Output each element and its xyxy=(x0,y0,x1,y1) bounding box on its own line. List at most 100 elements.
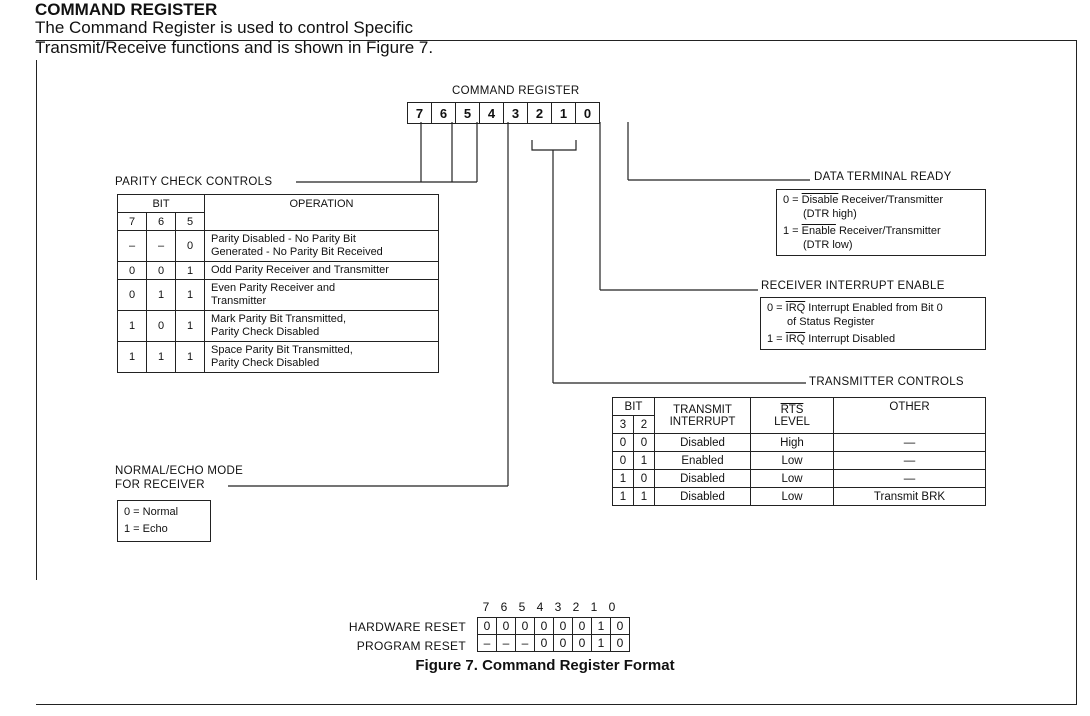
table-cell: 0 xyxy=(610,617,630,635)
section-heading: COMMAND REGISTER xyxy=(35,0,218,19)
operation-line: Mark Parity Bit Transmitted, xyxy=(211,313,347,325)
table-cell: 1 xyxy=(175,279,205,311)
reset-col: 0 xyxy=(608,600,616,614)
table-cell: 1 xyxy=(633,487,655,506)
table-cell: — xyxy=(833,451,986,470)
table-cell: 1 xyxy=(175,341,205,373)
register-bit-4: 4 xyxy=(479,102,504,124)
hardware-reset-row: 0 0 0 0 0 0 1 0 xyxy=(477,617,630,635)
tx-col-2: 2 xyxy=(633,415,655,434)
table-row: 0 0 Disabled High — xyxy=(612,433,986,452)
table-cell: 1 xyxy=(175,310,205,342)
tx-col-3: 3 xyxy=(612,415,634,434)
tx-header-line: LEVEL xyxy=(774,415,810,428)
irq-signal: IRQ xyxy=(785,302,806,314)
table-cell: 1 xyxy=(612,469,634,488)
table-cell: 0 xyxy=(633,469,655,488)
dtr-line-1: 0 = Disable Receiver/Transmitter xyxy=(783,193,979,207)
table-cell: 0 xyxy=(553,617,573,635)
table-cell: 0 xyxy=(612,433,634,452)
tx-other-header: OTHER xyxy=(833,397,986,434)
rie-line-1: 0 = IRQ Interrupt Enabled from Bit 0 xyxy=(767,301,979,315)
intro-text: The Command Register is used to control … xyxy=(35,18,595,58)
reset-col: 2 xyxy=(572,600,580,614)
command-register: 7 6 5 4 3 2 1 0 xyxy=(407,102,600,124)
intro-line-1: The Command Register is used to control … xyxy=(35,18,413,37)
reset-col: 5 xyxy=(518,600,526,614)
table-cell: Low xyxy=(750,469,834,488)
tx-bracket xyxy=(531,140,577,151)
table-cell: 0 xyxy=(477,617,497,635)
table-cell: 1 xyxy=(175,261,205,280)
table-cell: Mark Parity Bit Transmitted,Parity Check… xyxy=(204,310,439,342)
rie-suffix: Interrupt Disabled xyxy=(805,333,896,345)
table-cell: Low xyxy=(750,451,834,470)
reset-bit-header: 7 6 5 4 3 2 1 0 xyxy=(477,599,621,615)
dtr-line-3: 1 = Enable Receiver/Transmitter xyxy=(783,224,979,238)
table-row: 1 0 Disabled Low — xyxy=(612,469,986,488)
register-bit-6: 6 xyxy=(431,102,456,124)
table-cell: 0 xyxy=(117,279,147,311)
rie-line-2: of Status Register xyxy=(787,316,875,328)
table-cell: 0 xyxy=(534,634,554,652)
reset-col: 7 xyxy=(482,600,490,614)
table-cell: 0 xyxy=(146,310,176,342)
frame-top-rule xyxy=(36,40,1076,41)
table-cell: 1 xyxy=(117,310,147,342)
dtr-box: 0 = Disable Receiver/Transmitter (DTR hi… xyxy=(776,189,986,256)
echo-label-line-2: FOR RECEIVER xyxy=(115,479,205,491)
operation-line: Generated - No Parity Bit Received xyxy=(211,246,383,258)
dtr-prefix: 1 = xyxy=(783,225,802,237)
dtr-suffix: Receiver/Transmitter xyxy=(838,194,944,206)
tx-label: TRANSMITTER CONTROLS xyxy=(809,376,964,388)
operation-line: Even Parity Receiver and xyxy=(211,282,336,294)
operation-line: Space Parity Bit Transmitted, xyxy=(211,344,353,356)
table-cell: 0 xyxy=(175,230,205,262)
table-row: 1 1 Disabled Low Transmit BRK xyxy=(612,487,986,506)
parity-table: BIT OPERATION 7 6 5 – – 0 Parity Disable… xyxy=(117,194,439,373)
table-cell: Odd Parity Receiver and Transmitter xyxy=(204,261,439,280)
dtr-line-2: (DTR high) xyxy=(803,208,857,220)
reset-col: 3 xyxy=(554,600,562,614)
table-cell: Transmit BRK xyxy=(833,487,986,506)
table-cell: 1 xyxy=(591,634,611,652)
parity-col-6: 6 xyxy=(146,212,176,231)
table-row: 1 0 1 Mark Parity Bit Transmitted,Parity… xyxy=(117,310,439,342)
operation-line: Parity Check Disabled xyxy=(211,326,320,338)
operation-line: Odd Parity Receiver and Transmitter xyxy=(211,264,389,276)
operation-line: Transmitter xyxy=(211,295,267,307)
table-cell: Space Parity Bit Transmitted,Parity Chec… xyxy=(204,341,439,373)
table-cell: Disabled xyxy=(654,469,751,488)
register-title: COMMAND REGISTER xyxy=(452,85,580,97)
table-cell: 1 xyxy=(591,617,611,635)
parity-label: PARITY CHECK CONTROLS xyxy=(115,176,273,188)
echo-box: 0 = Normal 1 = Echo xyxy=(117,500,211,542)
reset-col: 4 xyxy=(536,600,544,614)
table-cell: 0 xyxy=(572,634,592,652)
table-cell: – xyxy=(515,634,535,652)
rie-prefix: 0 = xyxy=(767,302,786,314)
reset-table: 0 0 0 0 0 0 1 0 – – – 0 0 0 1 0 xyxy=(477,617,630,652)
table-cell: – xyxy=(117,230,147,262)
dtr-label: DATA TERMINAL READY xyxy=(814,171,952,183)
reset-col: 6 xyxy=(500,600,508,614)
table-cell: – xyxy=(146,230,176,262)
dtr-prefix: 0 = xyxy=(783,194,802,206)
irq-signal: IRQ xyxy=(785,333,806,345)
hardware-reset-label: HARDWARE RESET xyxy=(348,620,466,634)
rie-box: 0 = IRQ Interrupt Enabled from Bit 0 of … xyxy=(760,297,986,350)
table-cell: Disabled xyxy=(654,433,751,452)
table-cell: 1 xyxy=(146,279,176,311)
register-bit-1: 1 xyxy=(551,102,576,124)
figure-frame xyxy=(36,40,1077,705)
table-cell: 0 xyxy=(610,634,630,652)
program-reset-row: – – – 0 0 0 1 0 xyxy=(477,634,630,652)
parity-col-5: 5 xyxy=(175,212,205,231)
echo-label-line-1: NORMAL/ECHO MODE xyxy=(115,465,244,477)
table-cell: Enabled xyxy=(654,451,751,470)
reset-col: 1 xyxy=(590,600,598,614)
table-cell: 0 xyxy=(612,451,634,470)
